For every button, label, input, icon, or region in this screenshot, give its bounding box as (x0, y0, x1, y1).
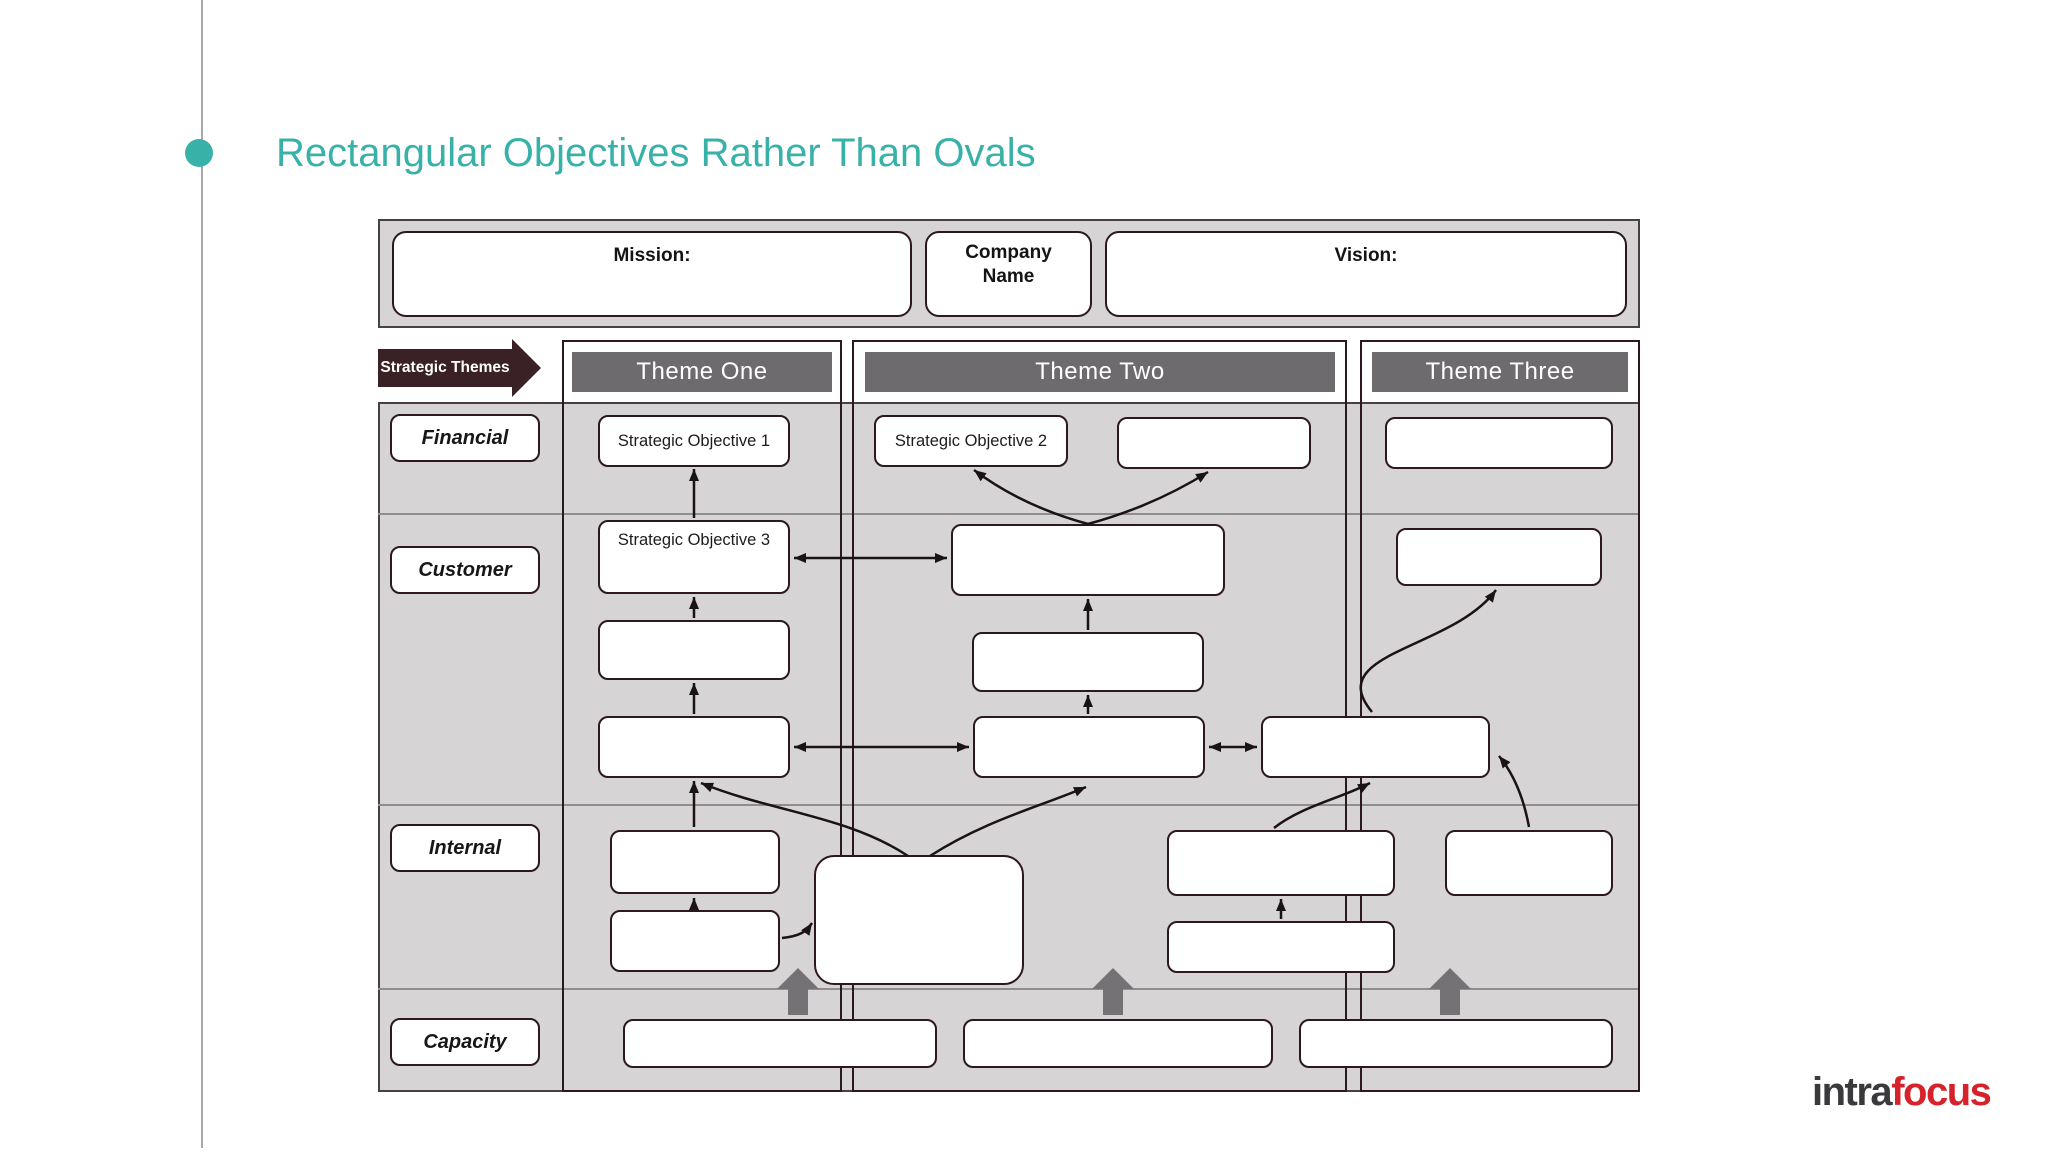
objective-box-internal-t1b-empty (610, 910, 780, 972)
strategic-themes-label: Strategic Themes (380, 359, 510, 376)
objective-box-internal-t2a-empty (1167, 830, 1395, 896)
row-label-capacity: Capacity (390, 1018, 540, 1066)
objective-box-so2: Strategic Objective 2 (874, 415, 1068, 467)
objective-box-internal-big-empty (814, 855, 1024, 985)
logo-intra: intra (1812, 1070, 1893, 1114)
objective-box-customer-t2-low-empty (973, 716, 1205, 778)
page-title: Rectangular Objectives Rather Than Ovals (276, 131, 1036, 175)
theme-header-two: Theme Two (865, 352, 1335, 392)
company-name-box: Company Name (925, 231, 1092, 317)
capacity-box-three-empty (1299, 1019, 1613, 1068)
objective-box-so3: Strategic Objective 3 (598, 520, 790, 594)
objective-box-financial-t2-empty (1117, 417, 1311, 469)
capacity-box-one-empty (623, 1019, 937, 1068)
theme-header-three: Theme Three (1372, 352, 1628, 392)
theme-header-one: Theme One (572, 352, 832, 392)
objective-box-financial-t3-empty (1385, 417, 1613, 469)
theme-column-one (562, 340, 842, 1092)
mission-box: Mission: (392, 231, 912, 317)
row-label-internal: Internal (390, 824, 540, 872)
capacity-box-two-empty (963, 1019, 1273, 1068)
objective-box-internal-t2b-empty (1167, 921, 1395, 973)
objective-box-customer-t2-mid-empty (972, 632, 1204, 692)
objective-box-customer-t1-mid-empty (598, 620, 790, 680)
objective-box-customer-straddle-empty (1261, 716, 1490, 778)
objective-box-internal-t1a-empty (610, 830, 780, 894)
objective-box-customer-t3-empty (1396, 528, 1602, 586)
row-label-financial: Financial (390, 414, 540, 462)
objective-box-so1: Strategic Objective 1 (598, 415, 790, 467)
row-separator-internal-capacity (378, 988, 1640, 990)
bullet-dot (185, 139, 213, 167)
left-rule-line (201, 0, 203, 1148)
vision-box: Vision: (1105, 231, 1627, 317)
logo-focus: focus (1891, 1070, 1992, 1114)
intrafocus-logo: intrafocus (1812, 1070, 1992, 1115)
row-label-customer: Customer (390, 546, 540, 594)
objective-box-customer-t2-empty (951, 524, 1225, 596)
objective-box-customer-t1-low-empty (598, 716, 790, 778)
objective-box-internal-t3-empty (1445, 830, 1613, 896)
